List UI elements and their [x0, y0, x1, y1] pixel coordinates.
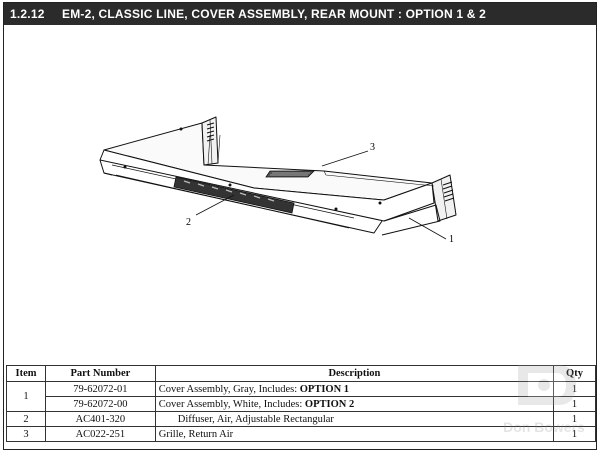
assembly-drawing: 1 2 3 [4, 25, 596, 363]
description-text: Cover Assembly, Gray, Includes: [158, 383, 300, 395]
return-air-grille [265, 170, 315, 178]
description-text: Cover Assembly, White, Includes: [158, 398, 305, 410]
part-number-cell: AC401-320 [44, 411, 156, 427]
description-cell: Cover Assembly, White, Includes: OPTION … [154, 396, 555, 412]
section-header: 1.2.12 EM-2, CLASSIC LINE, COVER ASSEMBL… [4, 3, 596, 25]
column-header-item: Item [6, 365, 46, 382]
cover-assembly-illustration [99, 116, 457, 240]
table-row: 2 AC401-320 Diffuser, Air, Adjustable Re… [6, 411, 596, 427]
table-header-row: Item Part Number Description Qty [6, 365, 596, 382]
option-label: OPTION 2 [304, 398, 355, 410]
callout-3: 3 [370, 142, 375, 153]
description-cell: Diffuser, Air, Adjustable Rectangular [154, 411, 555, 427]
item-cell: 1 [6, 381, 46, 412]
parts-page: 1.2.12 EM-2, CLASSIC LINE, COVER ASSEMBL… [3, 2, 597, 450]
right-vent-slots [442, 181, 455, 202]
column-header-part-number: Part Number [44, 365, 156, 382]
table-row: 79-62072-00 Cover Assembly, White, Inclu… [7, 396, 596, 412]
part-number-cell: 79-62072-00 [44, 396, 156, 412]
column-header-qty: Qty [553, 365, 596, 382]
qty-cell: 1 [553, 411, 596, 427]
column-header-description: Description [154, 365, 555, 382]
mounting-screws [123, 127, 382, 211]
qty-cell: 1 [553, 396, 596, 412]
option-label: OPTION 1 [299, 383, 350, 395]
parts-table: Item Part Number Description Qty 1 79-62… [6, 365, 596, 442]
section-number: 1.2.12 [10, 7, 45, 21]
qty-cell: 1 [553, 426, 596, 442]
cover-top-surface [103, 122, 433, 201]
part-number-cell: AC022-251 [44, 426, 156, 442]
item-cell: 2 [6, 411, 46, 427]
callout-2: 2 [186, 217, 191, 228]
description-cell: Cover Assembly, Gray, Includes: OPTION 1 [154, 381, 555, 397]
cover-front-face [99, 149, 435, 222]
table-row: 3 AC022-251 Grille, Return Air 1 [6, 426, 596, 442]
item-cell: 3 [6, 426, 46, 442]
table-row: 1 79-62072-01 Cover Assembly, Gray, Incl… [6, 381, 596, 412]
qty-cell: 1 [553, 381, 596, 397]
part-number-cell: 79-62072-01 [44, 381, 156, 397]
left-vent-slots [206, 122, 215, 142]
callout-1: 1 [449, 234, 454, 245]
section-title: EM-2, CLASSIC LINE, COVER ASSEMBLY, REAR… [62, 7, 487, 21]
description-cell: Grille, Return Air [154, 426, 555, 442]
callout-leaders [195, 150, 447, 240]
